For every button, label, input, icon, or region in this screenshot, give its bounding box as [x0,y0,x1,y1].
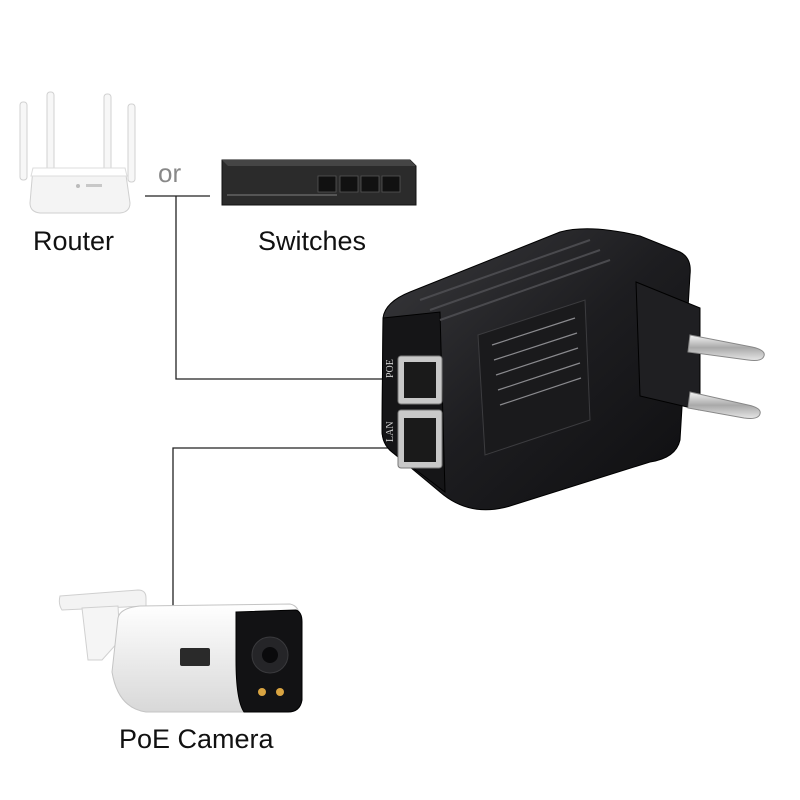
uplink-to-poe-port-line [175,196,402,380]
lan-port-label: LAN [385,421,396,442]
plug-pins [687,334,765,419]
poe-camera-label: PoE Camera [119,724,274,754]
camera-image [58,589,303,713]
lan-to-camera-line [172,447,410,612]
router-label: Router [33,226,115,256]
or-connector-label: or [158,158,182,188]
router-image [19,91,136,214]
connection-lines [145,195,410,612]
switches-label: Switches [258,226,367,256]
poe-port-label: POE [385,359,396,378]
switch-image [221,159,417,206]
poe-adapter-image: POE LAN [381,228,765,511]
rj45-ports [397,355,443,469]
